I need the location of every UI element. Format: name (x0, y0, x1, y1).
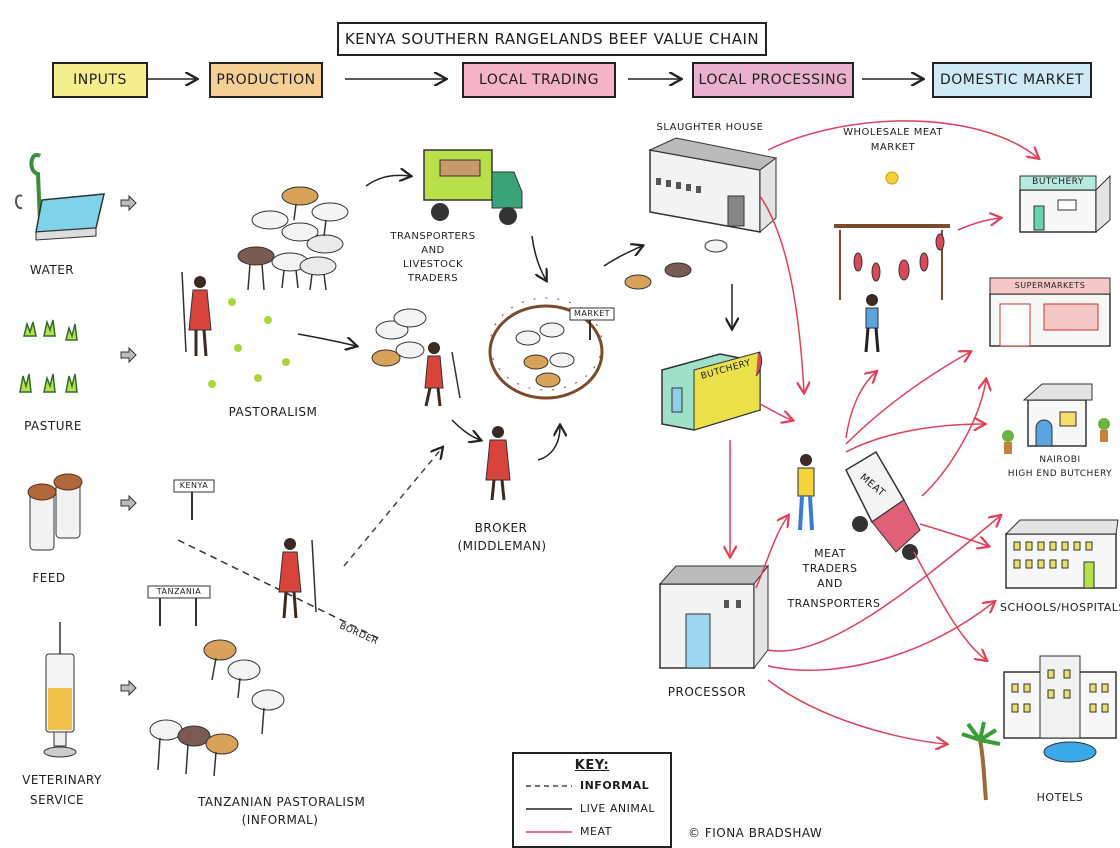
label-broker-2: (MIDDLEMAN) (457, 539, 547, 553)
label-processor: PROCESSOR (667, 685, 747, 699)
feed-icon (27, 473, 83, 551)
butchery-shop-sign: BUTCHERY (1032, 177, 1084, 187)
legend-live-animal: LIVE ANIMAL (580, 802, 655, 815)
label-nairobi-2: HIGH END BUTCHERY (1007, 469, 1113, 479)
legend-informal: INFORMAL (580, 779, 650, 792)
informal-arrow (343, 448, 442, 567)
label-tanzanian-pastoralism: TANZANIAN PASTORALISM (198, 795, 366, 809)
label-pasture: PASTURE (24, 419, 82, 433)
water-icon (15, 152, 105, 241)
meat-trader-figure (797, 454, 815, 531)
wholesale-market (834, 171, 950, 300)
label-water: WATER (29, 263, 75, 277)
label-tanzanian-informal: (INFORMAL) (241, 813, 319, 827)
nairobi-butchery-building (1002, 383, 1110, 454)
label-schools-hospitals: SCHOOLS/HOSPITALS (1000, 601, 1120, 614)
label-meat-traders-1: MEAT (814, 547, 846, 560)
tanzania-sign-text: TANZANIA (156, 587, 202, 596)
label-transporters-4: TRADERS (407, 273, 459, 284)
local-butchery (661, 351, 763, 431)
label-slaughter-house: SLAUGHTER HOUSE (656, 122, 764, 133)
label-transporters-1: TRANSPORTERS (390, 231, 476, 242)
wholesale-trader-figure (864, 294, 880, 353)
label-transporters-2: AND (421, 245, 445, 256)
legend-box: KEY: INFORMAL LIVE ANIMAL MEAT (512, 752, 672, 848)
label-wholesale-2: MARKET (870, 142, 916, 153)
palm-tree-icon (961, 721, 1001, 801)
stage-local-processing: LOCAL PROCESSING (692, 62, 854, 98)
kenya-signpost (173, 479, 215, 520)
livestock-truck (423, 149, 523, 225)
label-meat-traders-4: TRANSPORTERS (787, 597, 881, 610)
label-nairobi-1: NAIROBI (1039, 455, 1081, 465)
label-vet-2: SERVICE (29, 793, 85, 807)
label-transporters-3: LIVESTOCK (402, 259, 464, 270)
meat-truck (845, 450, 921, 560)
label-meat-traders-2: TRADERS (802, 562, 858, 575)
input-arrows (120, 194, 137, 697)
label-wholesale-1: WHOLESALE MEAT (843, 127, 943, 138)
supermarket-building (989, 277, 1111, 347)
pasture-icon (19, 319, 78, 393)
broker-figure (485, 426, 511, 501)
market-sign-text: MARKET (573, 309, 611, 318)
stage-inputs: INPUTS (52, 62, 148, 98)
label-hotels: HOTELS (1036, 791, 1084, 804)
label-meat-traders-3: AND (817, 577, 843, 590)
label-feed: FEED (32, 571, 66, 585)
market-butchery-shop (1019, 174, 1111, 234)
herder-figure (181, 271, 212, 357)
stage-local-trading: LOCAL TRADING (462, 62, 616, 98)
supermarkets-sign: SUPERMARKETS (1014, 281, 1086, 290)
grass-tufts (208, 298, 290, 388)
border-herder-figure (278, 538, 317, 619)
kenya-sign-text: KENYA (179, 481, 209, 490)
label-pastoralism: PASTORALISM (228, 405, 318, 419)
label-broker-1: BROKER (474, 521, 528, 535)
stage-domestic-market: DOMESTIC MARKET (932, 62, 1092, 98)
legend-title: KEY: (574, 758, 610, 773)
syringe-icon (43, 622, 77, 758)
schools-hospitals-building (1004, 519, 1119, 589)
diagram-title: KENYA SOUTHERN RANGELANDS BEEF VALUE CHA… (337, 22, 767, 56)
trader-cattle (371, 308, 427, 367)
tanzania-signpost (147, 585, 211, 626)
slaughter-cattle (624, 239, 728, 290)
tanzanian-cattle (149, 639, 285, 777)
meat-arrows (730, 120, 1038, 744)
legend-meat: MEAT (580, 825, 612, 838)
stage-production: PRODUCTION (209, 62, 323, 98)
label-vet-1: VETERINARY (22, 773, 102, 787)
processor-building (658, 564, 770, 670)
credit-text: © FIONA BRADSHAW (688, 826, 823, 840)
legend-swatches (526, 785, 572, 833)
slaughter-house (648, 137, 778, 234)
goat-herd (237, 186, 349, 291)
market-pen (488, 297, 615, 400)
hotel-building (1003, 655, 1117, 763)
live-animal-arrows (297, 175, 732, 461)
trader-figure (424, 342, 461, 407)
